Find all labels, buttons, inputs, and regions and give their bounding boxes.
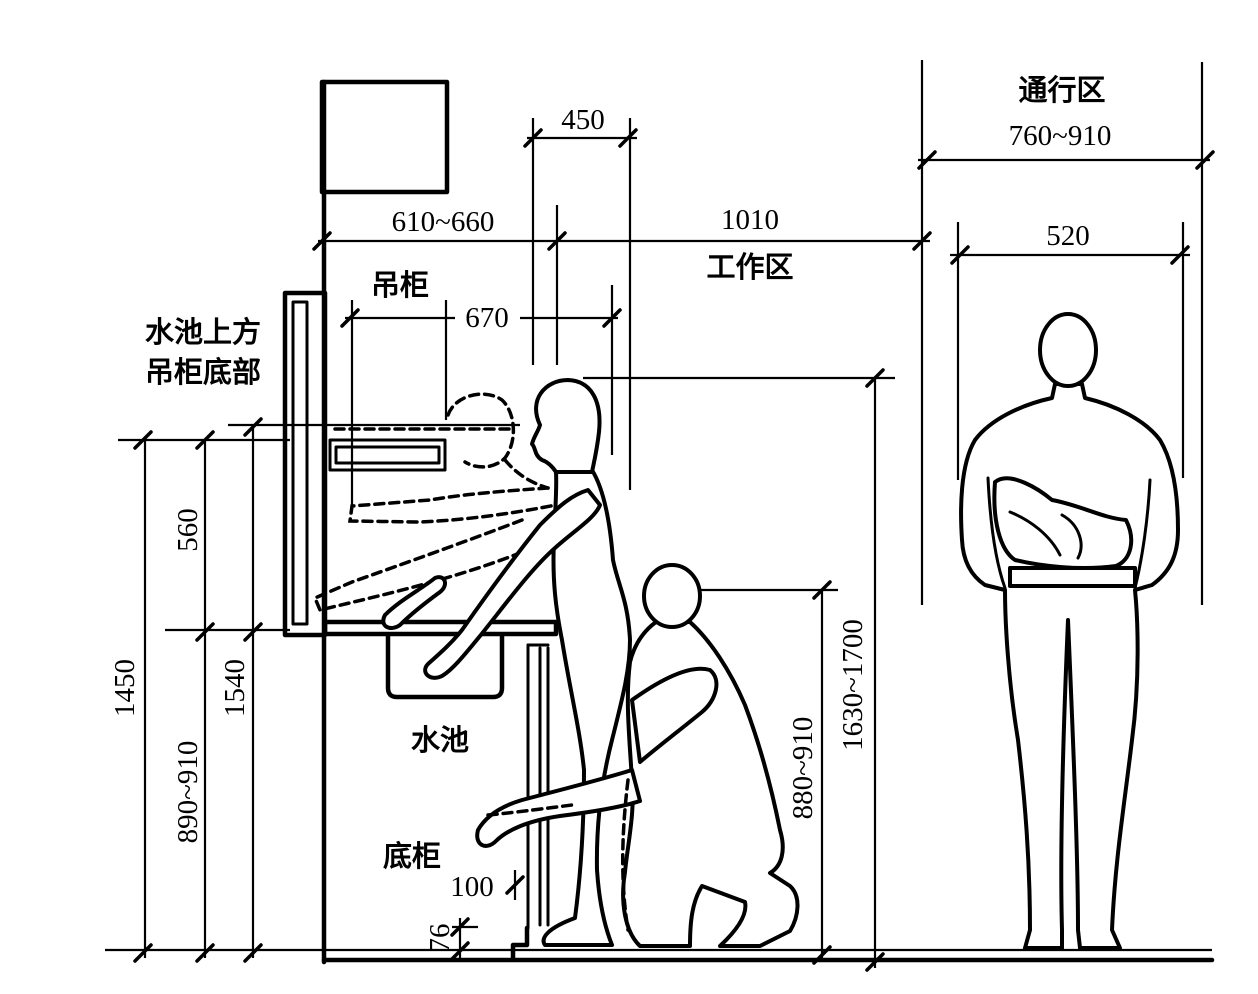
dimension-tick xyxy=(505,875,525,895)
dimension-tick xyxy=(1170,245,1190,265)
dashed-arm-upper xyxy=(348,486,558,524)
carried-food-object xyxy=(992,476,1134,571)
dimension-tick xyxy=(450,917,470,937)
small-cabinet-outer xyxy=(328,438,447,472)
height-1540-label: 1540 xyxy=(219,659,251,717)
dimension-tick xyxy=(865,368,885,388)
wall-cabinet-label: 吊柜 xyxy=(371,268,429,302)
small-cabinet-inner xyxy=(334,445,441,465)
dimension-tick xyxy=(133,943,153,963)
passage-figure-right-forearm xyxy=(1133,478,1152,590)
toe-kick xyxy=(510,925,530,961)
dimension-tick xyxy=(195,943,215,963)
labels: 通行区 760~910 520 450 610~660 1010 工作区 吊柜 … xyxy=(109,73,1111,953)
dimension-tick xyxy=(912,231,932,251)
passage-zone-label: 通行区 xyxy=(1018,73,1105,107)
kitchen-structure xyxy=(282,79,1215,965)
work-zone-width-label: 1010 xyxy=(721,204,779,236)
dashed-head xyxy=(446,392,516,469)
sink-figure-body xyxy=(541,468,632,947)
counter-depth-label: 610~660 xyxy=(392,206,495,238)
dashed-arm-lower xyxy=(312,518,534,613)
work-zone-label: 工作区 xyxy=(706,250,793,284)
dimension-ticks xyxy=(133,128,1215,972)
toe-76-label: 76 xyxy=(424,924,456,953)
height-1450-label: 1450 xyxy=(109,659,141,717)
sink-basin xyxy=(385,632,505,700)
dimension-tick xyxy=(1195,150,1215,170)
dimension-tick xyxy=(523,128,543,148)
dimension-tick xyxy=(243,622,263,642)
countertop xyxy=(322,619,559,637)
height-890-910-label: 890~910 xyxy=(172,741,204,844)
dashed-torso xyxy=(503,458,550,490)
crouching-figure xyxy=(475,563,800,948)
above-sink-label-line2: 吊柜底部 xyxy=(145,355,261,389)
height-1630-1700-label: 1630~1700 xyxy=(837,619,869,751)
crouching-figure-hidden-leg xyxy=(620,778,630,932)
passage-width-label: 760~910 xyxy=(1009,120,1112,152)
dimension-tick xyxy=(340,308,360,328)
dimension-tick xyxy=(195,430,215,450)
sink-wall-cabinet-inner xyxy=(291,300,309,626)
sink-figure-arm xyxy=(423,488,602,680)
carried-food-detail xyxy=(1008,510,1083,560)
dimension-tick xyxy=(602,308,622,328)
standing-figure-passage xyxy=(959,312,1180,950)
dimension-lines xyxy=(105,60,1212,968)
height-880-910-label: 880~910 xyxy=(787,717,819,820)
dimension-tick xyxy=(243,943,263,963)
dimension-tick xyxy=(812,580,832,600)
reach-670-label: 670 xyxy=(465,302,509,334)
dimension-tick xyxy=(243,417,263,437)
sink-figure-hand-on-counter xyxy=(381,575,447,630)
sink-wall-cabinet xyxy=(282,290,328,638)
dimension-tick xyxy=(133,430,153,450)
crouching-figure-arm xyxy=(475,768,642,848)
dimension-tick xyxy=(917,150,937,170)
crouching-figure-head xyxy=(642,563,702,629)
body-width-label: 520 xyxy=(1046,220,1090,252)
dimension-tick xyxy=(450,941,470,961)
dimension-tick xyxy=(618,128,638,148)
height-560-label: 560 xyxy=(172,508,204,552)
dimension-tick xyxy=(195,622,215,642)
standing-figure-at-sink xyxy=(381,378,632,947)
passage-figure-left-forearm xyxy=(986,476,1007,590)
crouching-figure-knee xyxy=(630,666,719,764)
sink-figure-head xyxy=(530,378,602,474)
base-cabinet-label: 底柜 xyxy=(383,839,441,873)
toe-100-label: 100 xyxy=(450,871,494,903)
dimension-tick xyxy=(547,231,567,251)
sink-label: 水池 xyxy=(411,723,469,757)
dimension-tick xyxy=(950,245,970,265)
passage-figure-waistband xyxy=(1008,566,1137,588)
passage-figure-head xyxy=(1038,312,1098,388)
crouching-figure-hidden-arm xyxy=(486,803,574,817)
reaching-figure-dashed xyxy=(312,392,558,613)
reach-450-label: 450 xyxy=(561,104,605,136)
above-sink-label-line1: 水池上方 xyxy=(145,315,261,349)
